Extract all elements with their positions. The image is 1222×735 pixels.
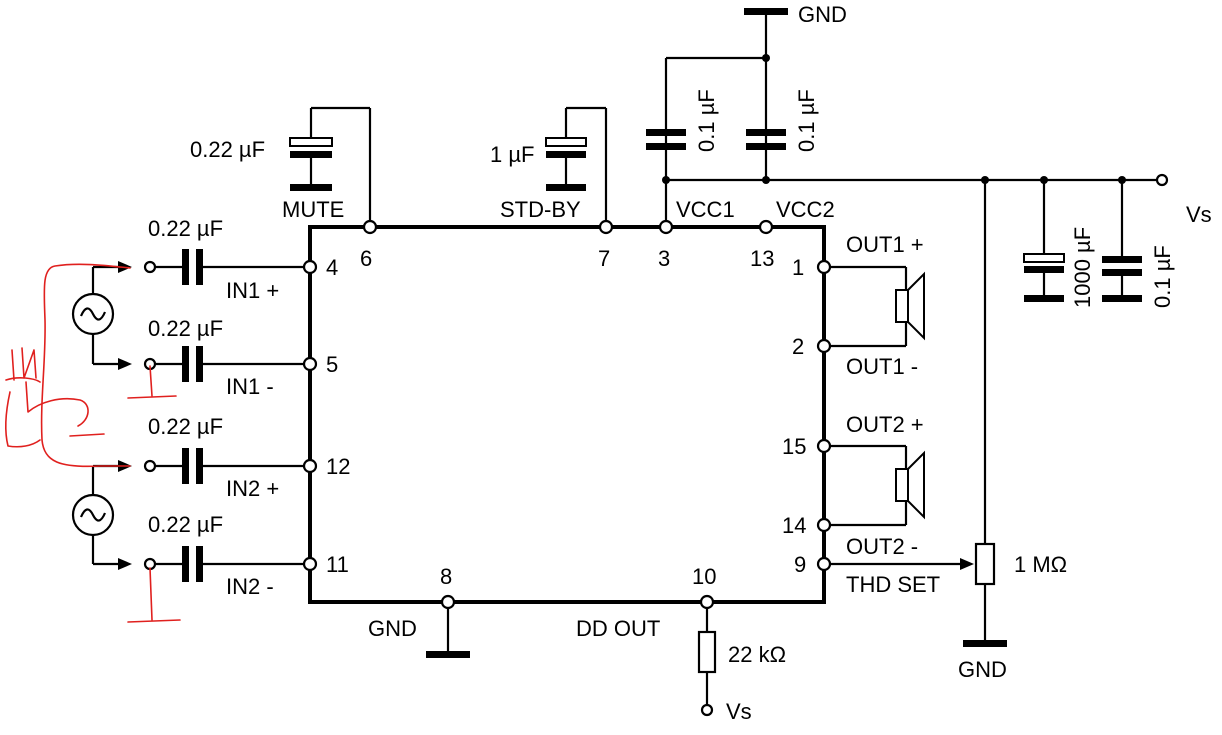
mute-network — [289, 106, 372, 227]
cap-stby-value: 1 µF — [490, 142, 534, 167]
resistor-value: 22 kΩ — [728, 642, 786, 667]
gnd-pot-label: GND — [958, 657, 1007, 682]
top-pins — [362, 219, 774, 235]
vs-bottom-label: Vs — [726, 699, 752, 724]
pin-14: 14 — [782, 513, 806, 538]
input-in1n — [143, 346, 318, 382]
speaker-1 — [816, 259, 925, 354]
cap-in1n-value: 0.22 µF — [148, 316, 223, 341]
cap-vcc2 — [746, 129, 786, 150]
signal-source-1 — [71, 261, 132, 370]
pin-9: 9 — [794, 552, 806, 577]
in1n-label: IN1 - — [226, 374, 274, 399]
input-in2n — [143, 546, 318, 582]
vcc2-label: VCC2 — [776, 197, 835, 222]
cap-bulk-value: 1000 µF — [1070, 227, 1095, 308]
gnd-top-label: GND — [798, 2, 847, 27]
pin-15: 15 — [782, 434, 806, 459]
mute-label: MUTE — [282, 197, 344, 222]
signal-source-2 — [71, 460, 132, 570]
out2n-label: OUT2 - — [846, 534, 918, 559]
speaker-2 — [816, 438, 925, 533]
cap-vcc1-value: 0.1 µF — [694, 89, 719, 152]
dd-out-network — [697, 594, 717, 717]
thd-set-label: THD SET — [846, 572, 940, 597]
cap-in2n-value: 0.22 µF — [148, 512, 223, 537]
pin-12: 12 — [326, 454, 350, 479]
ic-body — [308, 225, 826, 604]
input-in2p — [143, 448, 318, 484]
vcc1-label: VCC1 — [676, 197, 735, 222]
pin-3: 3 — [658, 246, 670, 271]
pin-5: 5 — [326, 352, 338, 377]
dd-out-label: DD OUT — [576, 616, 660, 641]
cap-vcc1 — [646, 129, 686, 150]
pin-1: 1 — [792, 255, 804, 280]
out1p-label: OUT1 + — [846, 232, 924, 257]
pin-2: 2 — [792, 334, 804, 359]
pin-11: 11 — [326, 552, 349, 577]
input-in1p — [143, 249, 318, 285]
vs-right-label: Vs — [1186, 202, 1212, 227]
pin-4: 4 — [326, 255, 338, 280]
pin-7: 7 — [598, 246, 610, 271]
pin-6: 6 — [360, 246, 372, 271]
in1p-label: IN1 + — [226, 278, 279, 303]
pot-value: 1 MΩ — [1014, 552, 1067, 577]
gnd-ic-label: GND — [368, 616, 417, 641]
out1n-label: OUT1 - — [846, 354, 918, 379]
stby-network — [545, 106, 608, 227]
pin-8: 8 — [440, 564, 452, 589]
top-ground: GND — [664, 2, 847, 227]
vs-rail — [662, 173, 1169, 187]
cap-supply-value: 0.1 µF — [1150, 245, 1175, 308]
cap-in1p-value: 0.22 µF — [148, 216, 223, 241]
cap-bulk — [1023, 180, 1065, 302]
pin-13: 13 — [750, 246, 774, 271]
in2n-label: IN2 - — [226, 574, 274, 599]
pin-10: 10 — [692, 564, 716, 589]
cap-supply — [1102, 180, 1142, 302]
stby-label: STD-BY — [500, 197, 581, 222]
cap-in2p-value: 0.22 µF — [148, 414, 223, 439]
out2p-label: OUT2 + — [846, 412, 924, 437]
red-annotations — [5, 263, 181, 623]
in2p-label: IN2 + — [226, 476, 279, 501]
gnd-pin8 — [426, 594, 470, 658]
cap-vcc2-value: 0.1 µF — [794, 89, 819, 152]
cap-mute-value: 0.22 µF — [190, 137, 265, 162]
thd-potentiometer — [816, 180, 1007, 647]
